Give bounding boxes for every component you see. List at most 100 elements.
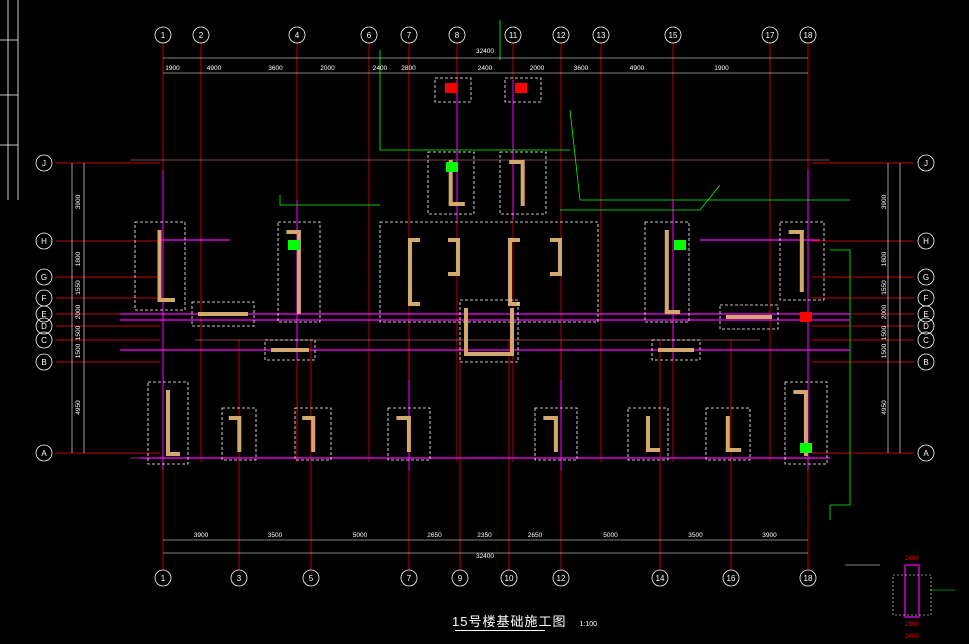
- shear-wall: [726, 315, 772, 319]
- axis-bubble-bottom-label: 9: [458, 574, 463, 583]
- dim-top-segment: 4900: [207, 65, 222, 72]
- axis-bubble-top-label: 17: [766, 31, 775, 40]
- axis-bubble-left-label: B: [41, 358, 46, 367]
- shear-wall: [664, 230, 669, 314]
- dim-left-segment: 2000: [75, 304, 82, 319]
- axis-bubble-top-circle: [761, 26, 779, 44]
- dim-top-segment: 3600: [574, 65, 589, 72]
- dim-bottom-segment: 2350: [477, 532, 492, 539]
- shear-wall: [166, 452, 180, 456]
- dim-left-segment: 1550: [75, 280, 82, 295]
- detail-pile-outline: [892, 574, 932, 616]
- pile-tag: [445, 83, 457, 93]
- shear-wall: [448, 160, 453, 206]
- pile-cap: [147, 381, 189, 465]
- axis-bubble-bottom-label: 14: [656, 574, 665, 583]
- axis-bubble-right-circle: [917, 317, 935, 335]
- shear-wall: [464, 308, 514, 356]
- axis-bubble-left-circle: [35, 331, 53, 349]
- axis-bubble-bottom-label: 16: [727, 574, 736, 583]
- dim-bottom-segment: 3500: [268, 532, 283, 539]
- leader-lines: [279, 20, 851, 520]
- pile-cap: [191, 301, 255, 327]
- axis-bubble-left-circle: [35, 305, 53, 323]
- leader-line: [379, 50, 570, 151]
- axis-bubble-top-circle: [192, 26, 210, 44]
- axis-bubble-right-label: B: [923, 358, 928, 367]
- drawing-frame: [0, 0, 19, 200]
- dim-right-segment: 2000: [881, 304, 888, 319]
- shear-wall: [286, 230, 299, 234]
- dim-left-segment: 3900: [75, 194, 82, 209]
- dim-top-segment: 2800: [401, 65, 416, 72]
- axis-bubble-right-circle: [917, 444, 935, 462]
- shear-wall: [799, 230, 804, 292]
- axis-bubble-left-circle: [35, 154, 53, 172]
- axis-bubble-top-circle: [664, 26, 682, 44]
- axis-bubble-top-label: 8: [455, 31, 460, 40]
- detail-label: 2400: [905, 634, 919, 640]
- leader-line: [830, 249, 851, 506]
- shear-wall: [406, 416, 411, 452]
- dim-left-segment: 1500: [75, 325, 82, 340]
- axis-bubble-left-label: A: [41, 449, 47, 458]
- axis-bubble-left-label: E: [41, 310, 46, 319]
- pile-cap: [705, 407, 751, 461]
- pile-tag: [446, 162, 458, 172]
- dim-right-segment: 1500: [881, 343, 888, 358]
- axis-bubble-bottom-circle: [230, 569, 248, 587]
- pile-cap: [779, 221, 825, 301]
- axis-bubble-left-circle: [35, 353, 53, 371]
- shear-wall: [296, 230, 301, 314]
- axis-bubble-right-circle: [917, 331, 935, 349]
- leader-line: [279, 195, 380, 206]
- shear-wall: [271, 348, 309, 352]
- dim-left-segment: 1500: [75, 343, 82, 358]
- axis-bubble-left-label: G: [41, 273, 47, 282]
- dim-bottom-segment: 2650: [528, 532, 543, 539]
- pile-cap: [134, 221, 186, 311]
- axis-bubble-right-label: J: [924, 159, 928, 168]
- dim-top-overall: 32400: [476, 48, 494, 55]
- shear-wall: [520, 160, 525, 206]
- shear-wall: [508, 238, 520, 306]
- shear-wall: [788, 230, 802, 234]
- pile-tag: [800, 312, 812, 322]
- pile-cap: [651, 339, 701, 361]
- axis-bubble-top-circle: [360, 26, 378, 44]
- shear-wall: [198, 312, 248, 316]
- detail-label: 2400: [905, 556, 919, 562]
- axis-bubble-right-label: G: [923, 273, 929, 282]
- axis-bubble-bottom-label: 12: [557, 574, 566, 583]
- axis-bubble-left-label: C: [41, 336, 47, 345]
- dim-top-segment: 4900: [630, 65, 645, 72]
- pile-tag: [288, 240, 300, 250]
- axis-bubble-top-label: 6: [367, 31, 372, 40]
- shear-wall: [646, 448, 660, 452]
- shear-wall: [302, 416, 313, 420]
- pile-cap: [379, 221, 599, 323]
- pile-cap: [719, 304, 779, 330]
- dim-top-segment: 3600: [268, 65, 283, 72]
- leader-line: [560, 184, 721, 211]
- axis-bubble-top-label: 12: [557, 31, 566, 40]
- dim-top-segment: 2000: [530, 65, 545, 72]
- dim-right-segment: 1800: [881, 251, 888, 266]
- axis-bubble-top-circle: [552, 26, 570, 44]
- dim-bottom-segment: 3900: [194, 532, 209, 539]
- shear-wall: [725, 448, 742, 452]
- axis-bubble-left-label: D: [41, 322, 47, 331]
- dim-right-segment: 3900: [881, 194, 888, 209]
- pile-caps: [134, 77, 828, 465]
- shear-wall: [448, 202, 465, 206]
- pile-cap: [504, 77, 542, 103]
- axis-bubble-top-label: 11: [509, 31, 518, 40]
- axis-bubble-bottom-circle: [500, 569, 518, 587]
- shear-wall: [228, 416, 239, 420]
- pile-cap: [221, 407, 257, 461]
- axis-bubble-left-label: H: [41, 237, 47, 246]
- axis-bubble-bottom-circle: [302, 569, 320, 587]
- axis-bubble-top-label: 1: [161, 31, 166, 40]
